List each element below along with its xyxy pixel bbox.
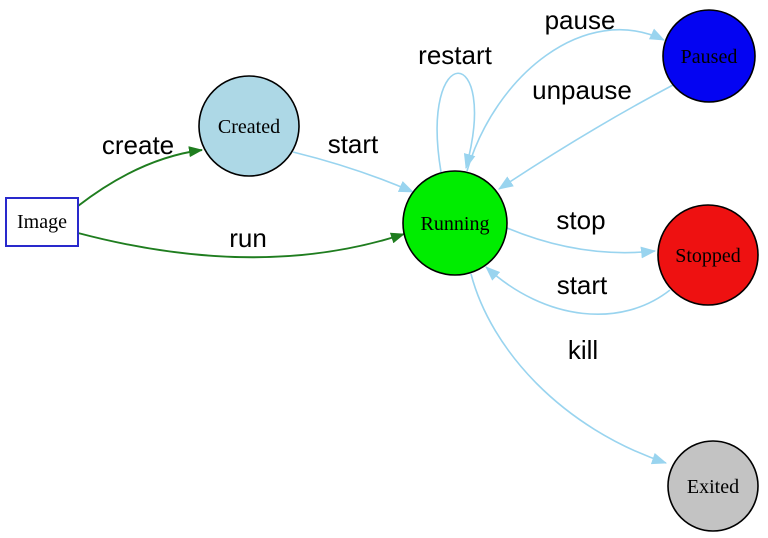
node-running xyxy=(402,170,508,276)
edge-start-stopped-running xyxy=(485,266,671,315)
edge-pause xyxy=(466,28,665,172)
node-paused xyxy=(662,9,756,103)
edge-create xyxy=(77,146,203,207)
node-image xyxy=(5,197,79,247)
node-paused-label: Paused xyxy=(681,46,738,68)
edge-unpause-label: unpause xyxy=(532,75,632,105)
edge-start-created-running-label: start xyxy=(328,129,379,159)
edge-start-created-running xyxy=(292,151,414,193)
edge-kill-label: kill xyxy=(568,335,598,365)
node-exited-label: Exited xyxy=(687,476,739,498)
edge-pause-label: pause xyxy=(545,5,616,35)
edge-restart-loop xyxy=(436,72,476,173)
edge-run-label: run xyxy=(229,223,267,253)
edge-stop-label: stop xyxy=(556,205,605,235)
edge-restart-label: restart xyxy=(418,40,492,70)
edge-unpause xyxy=(498,84,674,190)
edge-create-label: create xyxy=(102,130,174,160)
node-created-label: Created xyxy=(218,116,280,138)
node-running-label: Running xyxy=(421,213,490,235)
node-image-label: Image xyxy=(17,211,67,233)
edge-run xyxy=(77,232,405,259)
edge-kill xyxy=(470,273,668,465)
edge-start-stopped-running-label: start xyxy=(557,270,608,300)
node-stopped xyxy=(657,204,759,306)
node-created xyxy=(198,75,300,177)
node-exited xyxy=(667,440,759,532)
node-stopped-label: Stopped xyxy=(675,245,741,267)
edge-stop xyxy=(506,227,657,259)
